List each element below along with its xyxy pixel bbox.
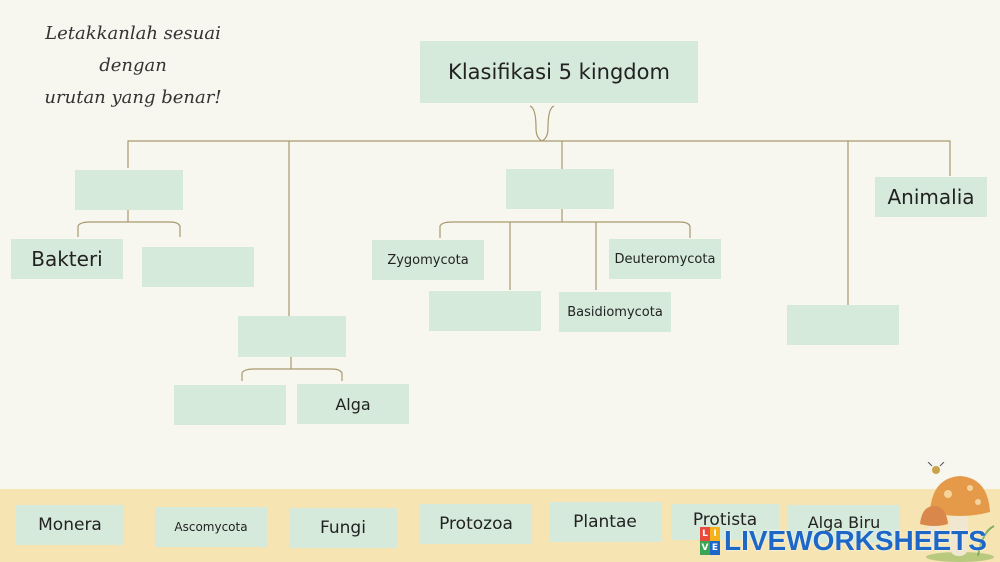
- chip-label: Monera: [38, 515, 102, 535]
- fungi-split: [439, 221, 691, 238]
- deuteromycota-box: Deuteromycota: [609, 239, 721, 279]
- main-branch-line: [127, 140, 951, 176]
- badge-letter: L: [700, 527, 710, 541]
- animalia-box: Animalia: [875, 177, 987, 217]
- instruction-line-1: Letakkanlah sesuai dengan: [45, 23, 221, 76]
- drop-slot-kingdom-1[interactable]: [75, 170, 183, 210]
- basidiomycota-box: Basidiomycota: [559, 292, 671, 332]
- chip-label: Fungi: [320, 518, 366, 538]
- logo-text: LIVEWORKSHEETS: [724, 525, 987, 556]
- root-box: Klasifikasi 5 kingdom: [420, 41, 698, 103]
- zygomycota-label: Zygomycota: [387, 252, 469, 268]
- drop-slot-monera-child[interactable]: [142, 247, 254, 287]
- deuteromycota-label: Deuteromycota: [614, 251, 716, 267]
- chip-label: Plantae: [573, 512, 637, 532]
- drop-slot-plantae-child[interactable]: [174, 385, 286, 425]
- plantae-split: [241, 368, 343, 381]
- answer-chip-protista[interactable]: Protista: [671, 504, 779, 540]
- bakteri-label: Bakteri: [31, 247, 103, 271]
- answer-chip-alga-biru[interactable]: Alga Biru: [788, 505, 900, 543]
- animalia-label: Animalia: [887, 185, 975, 209]
- instruction-line-2: urutan yang benar!: [44, 87, 222, 108]
- drop-slot-animalia-child[interactable]: [787, 305, 899, 345]
- zygomycota-box: Zygomycota: [372, 240, 484, 280]
- drop-slot-kingdom-3[interactable]: [506, 169, 614, 209]
- drop-slot-kingdom-2[interactable]: [238, 316, 346, 357]
- drop-slot-fungi-child[interactable]: [429, 291, 541, 331]
- chip-label: Protista: [692, 510, 758, 530]
- root-label: Klasifikasi 5 kingdom: [448, 60, 670, 84]
- chip-label: Alga Biru: [807, 513, 881, 532]
- badge-letter: I: [710, 527, 720, 541]
- answer-chip-plantae[interactable]: Plantae: [549, 502, 661, 542]
- answer-chip-protozoa[interactable]: Protozoa: [420, 504, 532, 544]
- answer-chip-monera[interactable]: Monera: [16, 505, 124, 545]
- liveworksheets-logo: L I V E LIVEWORKSHEETS: [700, 525, 987, 557]
- monera-split: [77, 221, 181, 237]
- answer-chip-ascomycota[interactable]: Ascomycota: [155, 507, 267, 547]
- mushroom-illustration: [920, 462, 995, 562]
- answer-chip-fungi[interactable]: Fungi: [289, 508, 397, 548]
- root-brace: [529, 105, 555, 142]
- alga-box: Alga: [297, 384, 409, 424]
- chip-label: Ascomycota: [174, 520, 248, 534]
- chip-label: Protozoa: [439, 514, 513, 534]
- instruction-text: Letakkanlah sesuai dengan urutan yang be…: [18, 18, 248, 114]
- bakteri-box: Bakteri: [11, 239, 123, 279]
- alga-label: Alga: [335, 394, 371, 414]
- basidiomycota-label: Basidiomycota: [567, 304, 663, 320]
- logo-badge-icon: L I V E: [700, 527, 720, 555]
- badge-letter: V: [700, 541, 710, 555]
- badge-letter: E: [710, 541, 720, 555]
